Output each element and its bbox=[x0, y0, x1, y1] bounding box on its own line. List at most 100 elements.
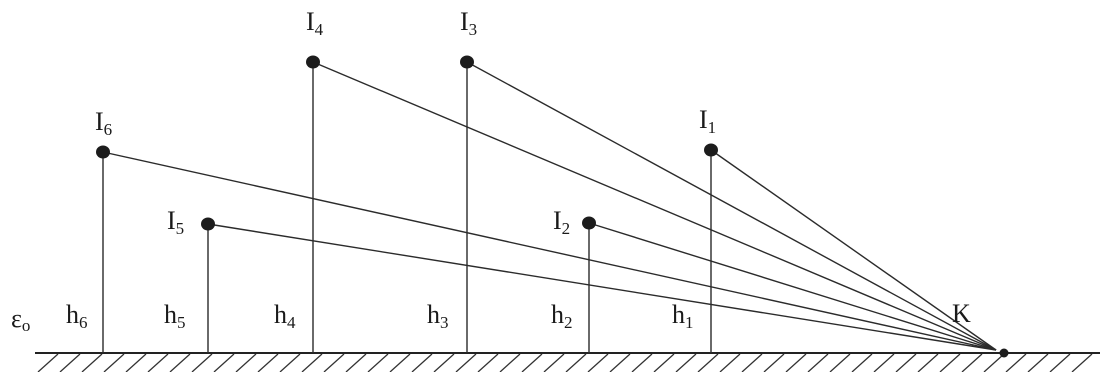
hatch-mark bbox=[939, 353, 961, 372]
hatch-mark bbox=[653, 353, 675, 372]
hatch-mark bbox=[1005, 353, 1027, 372]
light-source-3-label-sub: 3 bbox=[469, 20, 478, 39]
hatch-mark bbox=[213, 353, 235, 372]
hatch-mark bbox=[301, 353, 323, 372]
hatch-mark bbox=[257, 353, 279, 372]
light-source-2-label: I2 bbox=[553, 206, 570, 238]
ray-5 bbox=[207, 223, 997, 351]
height-label-3-base: h bbox=[427, 300, 440, 329]
light-source-6-label-sub: 6 bbox=[104, 120, 113, 139]
hatch-mark bbox=[565, 353, 587, 372]
height-label-1-sub: 1 bbox=[685, 313, 694, 332]
hatch-mark bbox=[763, 353, 785, 372]
light-sources-group bbox=[96, 55, 718, 231]
height-label-4-sub: 4 bbox=[287, 313, 296, 332]
poles-group bbox=[102, 62, 712, 353]
hatch-mark bbox=[235, 353, 257, 372]
hatch-mark bbox=[917, 353, 939, 372]
hatch-mark bbox=[521, 353, 543, 372]
light-source-4-label-sub: 4 bbox=[315, 20, 324, 39]
hatch-mark bbox=[873, 353, 895, 372]
hatch-mark bbox=[433, 353, 455, 372]
hatch-mark bbox=[1027, 353, 1049, 372]
hatch-mark bbox=[367, 353, 389, 372]
hatch-mark bbox=[829, 353, 851, 372]
hatch-mark bbox=[455, 353, 477, 372]
height-label-1: h1 bbox=[672, 300, 694, 332]
height-label-2: h2 bbox=[551, 300, 573, 332]
light-source-4-dot bbox=[306, 55, 320, 69]
hatch-mark bbox=[741, 353, 763, 372]
ray-6 bbox=[102, 151, 997, 351]
hatch-mark bbox=[59, 353, 81, 372]
light-source-2-label-base: I bbox=[553, 206, 562, 235]
light-source-4-label-base: I bbox=[306, 7, 315, 36]
hatch-mark bbox=[675, 353, 697, 372]
light-rays-group bbox=[102, 61, 997, 351]
hatch-mark bbox=[103, 353, 125, 372]
hatch-mark bbox=[807, 353, 829, 372]
height-label-5-sub: 5 bbox=[177, 313, 186, 332]
height-label-2-sub: 2 bbox=[564, 313, 573, 332]
ground-hatching bbox=[37, 353, 1093, 372]
hatch-mark bbox=[961, 353, 983, 372]
hatch-mark bbox=[895, 353, 917, 372]
light-source-5-dot bbox=[201, 217, 215, 231]
height-label-5-base: h bbox=[164, 300, 177, 329]
light-source-5-label: I5 bbox=[167, 206, 184, 238]
light-source-3-label: I3 bbox=[460, 7, 477, 39]
hatch-mark bbox=[191, 353, 213, 372]
height-label-4: h4 bbox=[274, 300, 296, 332]
ground-label-base: ε bbox=[11, 304, 22, 333]
hatch-mark bbox=[543, 353, 565, 372]
light-source-1-label: I1 bbox=[699, 105, 716, 137]
hatch-mark bbox=[983, 353, 1005, 372]
light-source-5-label-base: I bbox=[167, 206, 176, 235]
hatch-mark bbox=[719, 353, 741, 372]
light-source-2-dot bbox=[582, 216, 596, 230]
height-label-6: h6 bbox=[66, 300, 88, 332]
hatch-mark bbox=[345, 353, 367, 372]
light-source-3-label-base: I bbox=[460, 7, 469, 36]
light-source-5-label-sub: 5 bbox=[176, 219, 185, 238]
hatch-mark bbox=[851, 353, 873, 372]
point-k-label: K bbox=[952, 299, 971, 328]
hatch-mark bbox=[609, 353, 631, 372]
light-source-1-label-sub: 1 bbox=[708, 118, 717, 137]
light-source-4-label: I4 bbox=[306, 7, 324, 39]
hatch-mark bbox=[697, 353, 719, 372]
ground-label: εo bbox=[11, 304, 30, 335]
light-source-1-label-base: I bbox=[699, 105, 708, 134]
hatch-mark bbox=[323, 353, 345, 372]
light-source-1-dot bbox=[704, 143, 718, 157]
hatch-mark bbox=[785, 353, 807, 372]
height-label-1-base: h bbox=[672, 300, 685, 329]
height-label-2-base: h bbox=[551, 300, 564, 329]
height-label-6-sub: 6 bbox=[79, 313, 88, 332]
light-source-6-label: I6 bbox=[95, 107, 112, 139]
hatch-mark bbox=[279, 353, 301, 372]
hatch-mark bbox=[587, 353, 609, 372]
point-k-dot bbox=[999, 348, 1009, 358]
light-source-2-label-sub: 2 bbox=[562, 219, 571, 238]
hatch-mark bbox=[1071, 353, 1093, 372]
height-label-4-base: h bbox=[274, 300, 287, 329]
hatch-mark bbox=[631, 353, 653, 372]
height-label-3: h3 bbox=[427, 300, 449, 332]
light-source-6-label-base: I bbox=[95, 107, 104, 136]
height-label-6-base: h bbox=[66, 300, 79, 329]
hatch-mark bbox=[37, 353, 59, 372]
hatch-mark bbox=[477, 353, 499, 372]
light-source-6-dot bbox=[96, 145, 110, 159]
hatch-mark bbox=[1049, 353, 1071, 372]
hatch-mark bbox=[147, 353, 169, 372]
height-label-3-sub: 3 bbox=[440, 313, 449, 332]
height-label-5: h5 bbox=[164, 300, 186, 332]
hatch-mark bbox=[81, 353, 103, 372]
ground-label-sub: o bbox=[22, 316, 31, 335]
hatch-mark bbox=[169, 353, 191, 372]
hatch-mark bbox=[499, 353, 521, 372]
light-source-3-dot bbox=[460, 55, 474, 69]
